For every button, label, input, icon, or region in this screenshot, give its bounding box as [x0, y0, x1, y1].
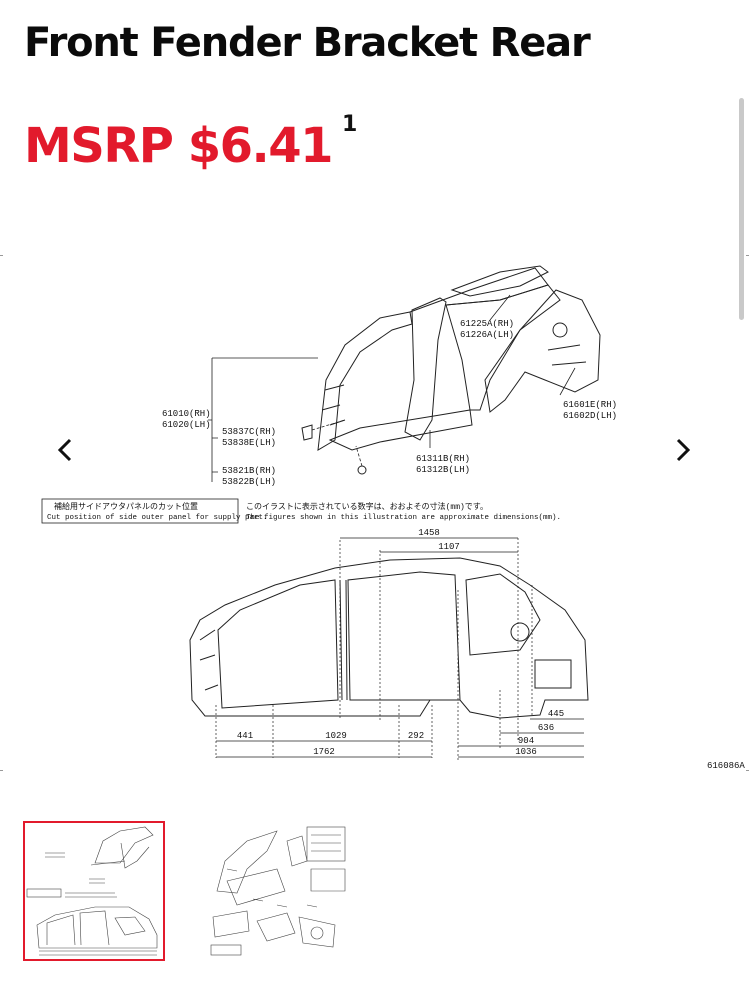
- prev-image-button[interactable]: [46, 430, 82, 470]
- next-image-button[interactable]: [666, 430, 702, 470]
- callout-53837c: 53837C(RH): [222, 427, 276, 437]
- product-title: Front Fender Bracket Rear: [24, 20, 591, 66]
- dim-1458: 1458: [418, 528, 440, 538]
- slide-edge-tick: [0, 770, 3, 771]
- gallery-thumbnail[interactable]: [207, 821, 349, 961]
- clip-53821: [357, 465, 367, 475]
- slide-edge-tick: [0, 255, 3, 256]
- callout-61312b: 61312B(LH): [416, 465, 470, 475]
- rear-door-opening: [347, 571, 461, 701]
- dim-441: 441: [237, 731, 253, 741]
- dim-904: 904: [518, 736, 534, 746]
- scrollbar[interactable]: [739, 98, 744, 320]
- gallery-thumbnail-selected[interactable]: [23, 821, 165, 961]
- callout-61226a: 61226A(LH): [460, 330, 514, 340]
- center-pillar: [404, 297, 447, 441]
- dim-1107: 1107: [438, 542, 460, 552]
- callout-53838e: 53838E(LH): [222, 438, 276, 448]
- callout-53822b: 53822B(LH): [222, 477, 276, 487]
- dim-636: 636: [538, 723, 554, 733]
- body-side-outline: [317, 311, 413, 451]
- quarter-window: [465, 573, 541, 656]
- cut-position-jp: 補給用サイドアウタパネルのカット位置: [54, 501, 198, 512]
- callout-61601e: 61601E(RH): [563, 400, 617, 410]
- dim-1036: 1036: [515, 747, 537, 757]
- dim-292: 292: [408, 731, 424, 741]
- dim-445: 445: [548, 709, 564, 719]
- chevron-right-icon: [676, 438, 691, 462]
- cut-position-box: [41, 498, 239, 524]
- chevron-left-icon: [57, 438, 72, 462]
- cut-position-en: Cut position of side outer panel for sup…: [47, 514, 268, 522]
- diagram-ref-code: 616086A: [707, 761, 745, 771]
- rocker-panel: [328, 409, 473, 451]
- quarter-outer-61601: [484, 289, 601, 413]
- bracket-53837: [301, 424, 313, 441]
- callout-53821b: 53821B(RH): [222, 466, 276, 476]
- callout-61311b: 61311B(RH): [416, 454, 470, 464]
- callout-61225a: 61225A(RH): [460, 319, 514, 329]
- slide-edge-tick: [746, 770, 749, 771]
- callout-61602d: 61602D(LH): [563, 411, 617, 421]
- product-price: MSRP $6.41 1: [24, 112, 357, 174]
- roof-side-61225: [450, 265, 549, 297]
- price-label: MSRP $6.41: [24, 118, 334, 174]
- callout-61020: 61020(LH): [162, 420, 211, 430]
- dimension-note-en: The figures shown in this illustration a…: [246, 514, 561, 522]
- quarter-panel-61311: [445, 284, 561, 411]
- dim-1029: 1029: [325, 731, 347, 741]
- callout-61010: 61010(RH): [162, 409, 211, 419]
- parts-diagram: 61225A(RH) 61226A(LH) 61010(RH) 61020(LH…: [0, 250, 750, 772]
- thumbnail-diagram-image: [210, 826, 346, 956]
- thumbnail-diagram-image: [26, 826, 158, 956]
- roof-rail: [409, 267, 549, 313]
- slide-edge-tick: [746, 255, 749, 256]
- price-footnote: 1: [342, 112, 357, 137]
- front-door-opening: [217, 579, 339, 709]
- dim-1762: 1762: [313, 747, 335, 757]
- dimension-note-jp: このイラストに表示されている数字は、おおよその寸法(mm)です。: [246, 501, 488, 512]
